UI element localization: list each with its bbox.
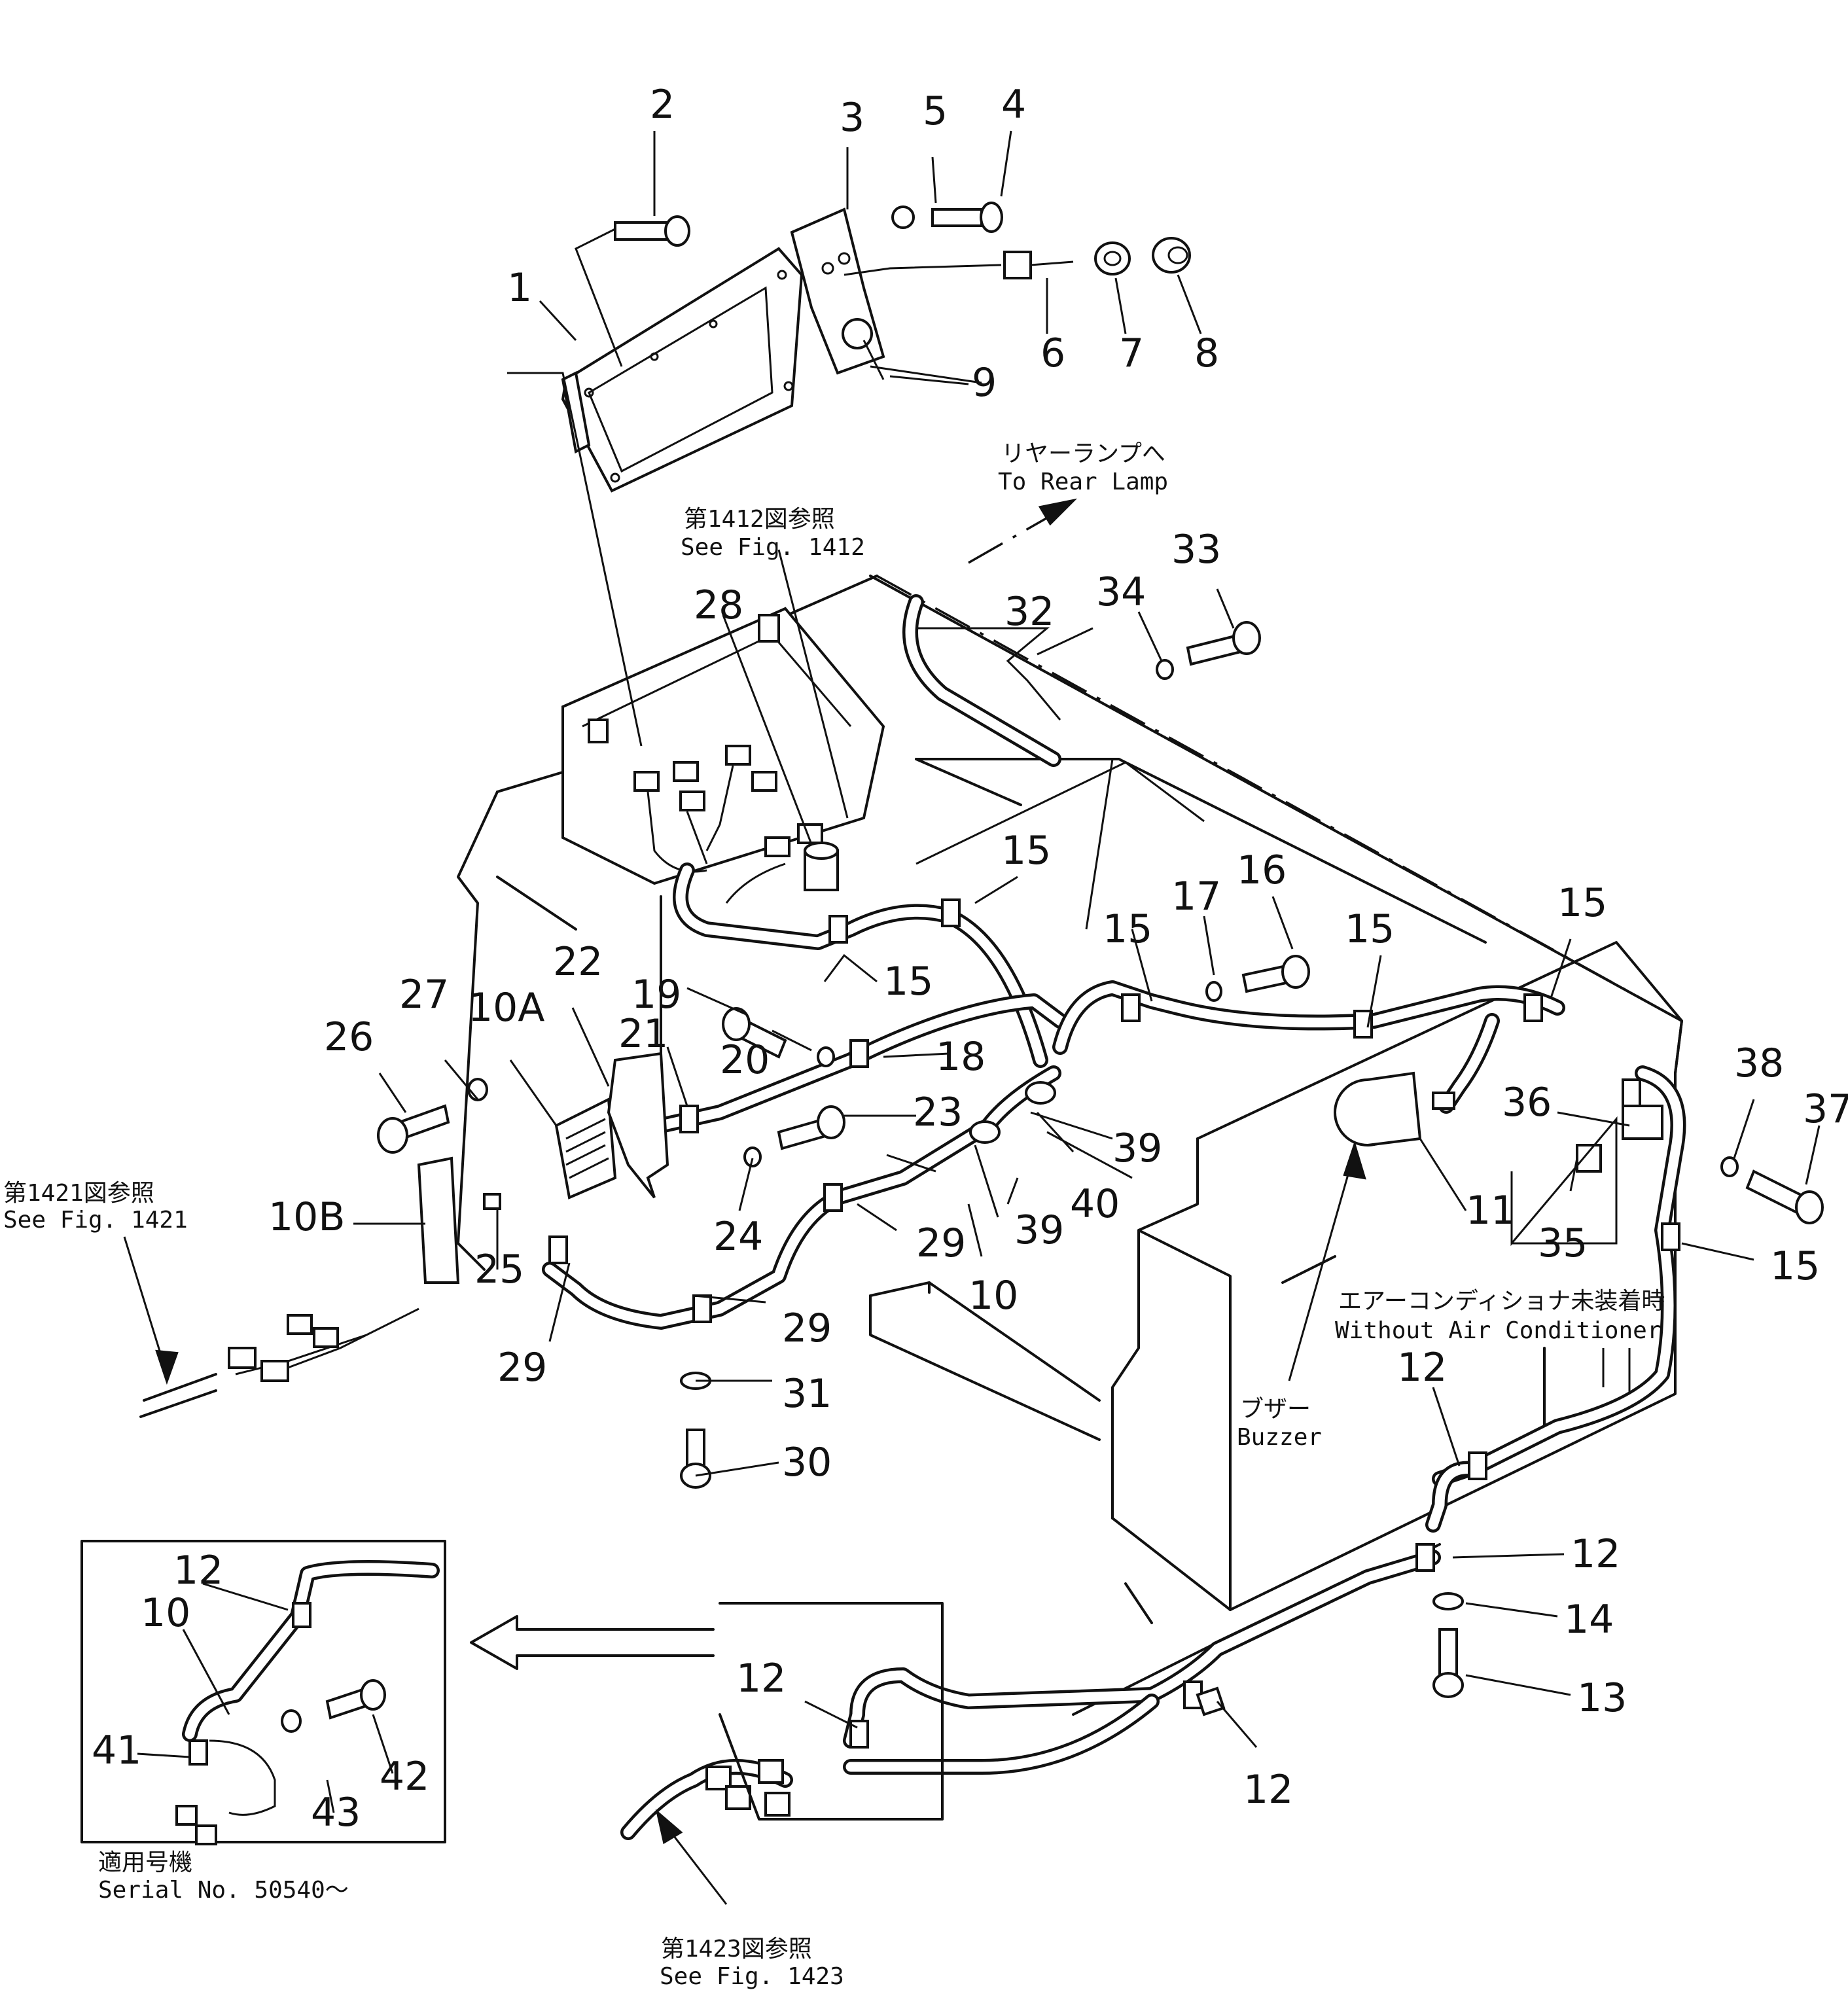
callout-15c: 15 (1345, 906, 1395, 952)
callout-40: 40 (1070, 1181, 1120, 1227)
inset-callout-41: 41 (92, 1728, 141, 1773)
callout-29c: 29 (497, 1345, 547, 1391)
callout-19: 19 (631, 972, 681, 1018)
callout-32: 32 (1004, 589, 1054, 635)
note-fig1423-en: See Fig. 1423 (660, 1963, 844, 1990)
note-serial-en: Serial No. 50540～ (98, 1877, 349, 1904)
callout-23: 23 (913, 1090, 963, 1135)
note-rear-lamp-en: To Rear Lamp (998, 469, 1168, 495)
callout-13: 13 (1577, 1675, 1627, 1721)
wire-harness (139, 862, 1686, 1840)
callout-15d: 15 (1557, 880, 1607, 926)
callout-5: 5 (923, 88, 948, 134)
note-fig1421-jp: 第1421図参照 (3, 1180, 154, 1207)
callout-22: 22 (553, 939, 603, 985)
callout-29b: 29 (782, 1306, 832, 1351)
note-rear-lamp-jp: リヤーランプへ (1001, 440, 1165, 467)
callout-15b: 15 (1103, 906, 1152, 952)
inset-callout-42: 42 (380, 1754, 429, 1800)
callout-6: 6 (1040, 330, 1065, 376)
callout-15a: 15 (1001, 828, 1051, 874)
callout-14: 14 (1564, 1597, 1614, 1643)
note-fig1423-jp: 第1423図参照 (661, 1936, 812, 1963)
fig1423-frame (719, 1602, 944, 1821)
inset-callout-43: 43 (311, 1790, 361, 1836)
callout-17: 17 (1171, 874, 1221, 919)
callout-35: 35 (1538, 1220, 1588, 1266)
switch-box (561, 607, 885, 904)
callout-37: 37 (1803, 1086, 1848, 1132)
callout-16: 16 (1237, 847, 1287, 893)
callout-34: 34 (1096, 569, 1146, 615)
callout-12c: 12 (736, 1656, 786, 1701)
callout-29a: 29 (916, 1220, 966, 1266)
callout-11: 11 (1466, 1188, 1516, 1234)
callout-10A: 10A (468, 985, 544, 1031)
note-buzzer-jp: ブザー (1240, 1396, 1311, 1423)
annotation-notes: リヤーランプへ To Rear Lamp 第1412図参照 See Fig. 1… (3, 440, 1665, 1990)
instrument-panel-cover (561, 247, 804, 493)
hardware-parts (228, 202, 1824, 1817)
callout-12b: 12 (1571, 1531, 1620, 1577)
note-without-ac-en: Without Air Conditioner (1335, 1317, 1661, 1344)
leader-lines (123, 130, 1821, 1905)
inset-serial-detail (80, 1540, 715, 1845)
note-fig1421-en: See Fig. 1421 (3, 1207, 188, 1234)
callout-2: 2 (650, 82, 675, 128)
callout-9: 9 (972, 360, 997, 406)
note-buzzer-en: Buzzer (1237, 1424, 1322, 1451)
callout-30: 30 (782, 1440, 832, 1485)
inset-callout-10: 10 (141, 1590, 190, 1636)
callout-15f: 15 (1770, 1243, 1820, 1289)
callout-26: 26 (324, 1014, 374, 1060)
callout-39b: 39 (1014, 1207, 1064, 1253)
callout-7: 7 (1119, 330, 1144, 376)
callout-27: 27 (399, 972, 449, 1018)
note-fig1412-jp: 第1412図参照 (684, 506, 835, 533)
callout-3: 3 (840, 95, 864, 141)
callout-12d: 12 (1243, 1767, 1293, 1813)
callout-10B: 10B (268, 1194, 346, 1240)
callout-28: 28 (694, 582, 743, 628)
callout-8: 8 (1194, 330, 1219, 376)
callout-24: 24 (713, 1214, 763, 1260)
callout-10: 10 (968, 1273, 1018, 1319)
callout-21: 21 (618, 1011, 668, 1057)
callout-15e: 15 (883, 959, 933, 1004)
callout-18: 18 (936, 1034, 986, 1080)
callout-36: 36 (1502, 1080, 1552, 1126)
callout-38: 38 (1734, 1040, 1784, 1086)
note-without-ac-jp: エアーコンディショナ未装着時 (1338, 1288, 1665, 1315)
callout-25: 25 (474, 1247, 524, 1292)
callout-numbers: 2 3 5 4 1 6 7 8 9 33 34 32 28 15 16 17 1… (92, 82, 1848, 1836)
callout-33: 33 (1171, 527, 1221, 573)
callout-1: 1 (507, 265, 532, 311)
callout-12a: 12 (1397, 1345, 1447, 1391)
callout-4: 4 (1001, 82, 1026, 128)
machine-frame-outline (457, 575, 1683, 1716)
inset-callout-12: 12 (173, 1548, 223, 1593)
callout-31: 31 (782, 1371, 832, 1417)
note-serial-jp: 適用号機 (98, 1849, 192, 1876)
note-fig1412-en: See Fig. 1412 (681, 534, 865, 561)
callout-39a: 39 (1112, 1126, 1162, 1171)
clamps (548, 898, 1680, 1749)
callout-20: 20 (720, 1037, 770, 1083)
